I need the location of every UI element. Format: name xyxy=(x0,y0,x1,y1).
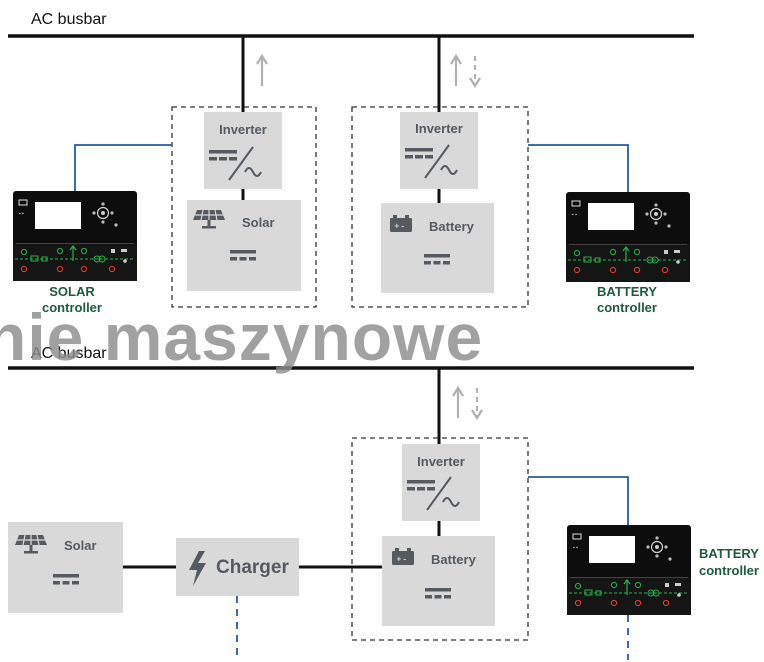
dc-solar-label: Solar xyxy=(64,538,97,553)
battery-label: Battery xyxy=(429,219,475,234)
battery-inverter-label: Inverter xyxy=(415,121,463,136)
solar-controller-label-line1: SOLAR xyxy=(49,284,95,299)
charger-label: Charger xyxy=(216,557,289,578)
flow-down-arrow-icon xyxy=(468,54,482,88)
solar-system-boundary xyxy=(171,106,317,308)
watermark: nie maszynowe xyxy=(0,300,483,374)
hybrid-battery-controller-device xyxy=(566,524,692,616)
busbar-bottom-label: AC busbar xyxy=(31,345,107,362)
top-system: AC busbar Inverter Solar SOLAR controlle… xyxy=(8,11,694,315)
battery-controller-signal-line xyxy=(528,144,629,193)
battery-controller-device xyxy=(565,191,691,283)
lightning-icon xyxy=(189,551,206,586)
hybrid-controller-label-line2: controller xyxy=(699,563,759,578)
flow-up-arrow-icon xyxy=(255,54,269,88)
hybrid-inverter-label: Inverter xyxy=(417,454,465,469)
solar-controller-device xyxy=(12,190,138,282)
battery-system-boundary xyxy=(351,106,529,308)
hybrid-controller-signal-line xyxy=(528,476,629,525)
solar-inverter-label: Inverter xyxy=(219,122,267,137)
flow-down-arrow-icon xyxy=(470,386,484,420)
hybrid-battery-box: Battery xyxy=(382,536,495,626)
battery-controller-label-line2: controller xyxy=(597,300,657,315)
flow-up-arrow-icon xyxy=(451,386,465,420)
charger-box: Charger xyxy=(176,538,299,596)
hybrid-inverter-box: Inverter xyxy=(402,444,480,521)
battery-inverter-box: Inverter xyxy=(400,112,478,189)
bottom-system: AC busbar Inverter Battery Solar xyxy=(8,345,759,660)
busbar-top-label: AC busbar xyxy=(31,11,107,28)
dc-solar-box: Solar xyxy=(8,522,123,613)
battery-controller-label-line1: BATTERY xyxy=(597,284,657,299)
hybrid-battery-label: Battery xyxy=(431,552,477,567)
solar-inverter-box: Inverter xyxy=(204,112,282,189)
solar-label: Solar xyxy=(242,215,275,230)
hybrid-controller-label-line1: BATTERY xyxy=(699,546,759,561)
solar-source-box: Solar xyxy=(187,200,301,291)
solar-controller-label-line2: controller xyxy=(42,300,102,315)
solar-controller-signal-line xyxy=(74,144,172,193)
flow-up-arrow-icon xyxy=(449,54,463,88)
battery-source-box: Battery xyxy=(381,203,494,293)
